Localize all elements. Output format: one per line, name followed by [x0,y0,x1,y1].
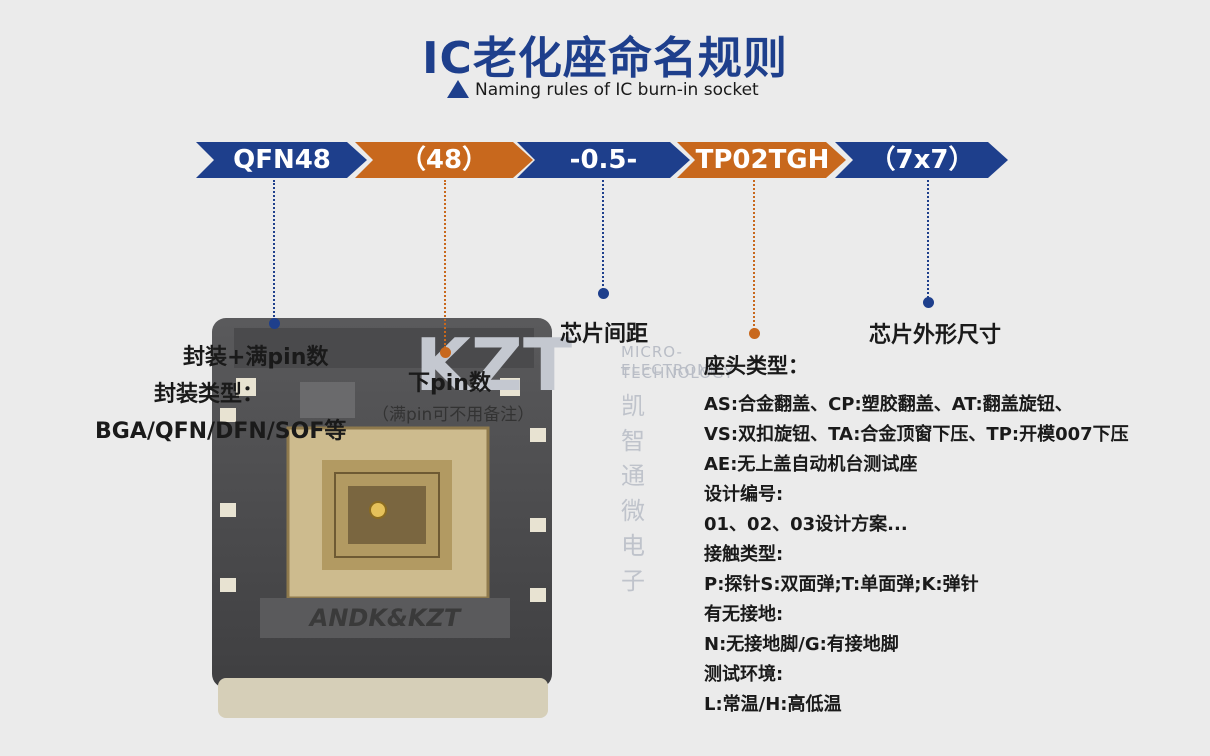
page-title: IC老化座命名规则 [422,33,788,84]
segment-label-4: TP02TGH [695,145,830,175]
segment-label-3: -0.5- [569,145,638,175]
package-type-list: BGA/QFN/DFN/SOF等 [95,419,347,444]
package-type-heading: 封装类型： [154,382,265,407]
watermark-en-1: MICRO-ELECTRONIC [621,343,727,379]
socket-head-heading: 座头类型： [704,354,809,378]
socket-head-line-3: AE:无上盖自动机台测试座 [704,454,918,475]
naming-bar [196,142,1008,178]
pin-label: 下pin数 [408,371,491,396]
leader-line-5 [927,180,929,298]
watermark-en-2: TECHNOLOGY [621,364,735,382]
segment-arrow-2 [355,142,533,178]
leader-dot-5 [923,297,934,308]
socket-head-line-8: 有无接地: [704,604,784,625]
segment-arrow-5 [835,142,1008,178]
socket-head-line-1: AS:合金翻盖、CP:塑胶翻盖、AT:翻盖旋钮、 [704,394,1073,415]
leader-dot-3 [598,288,609,299]
pin-note: （满pin可不用备注） [372,405,535,425]
package-label: 封装+满pin数 [183,345,329,370]
segment-arrow-4 [677,142,846,178]
segment-label-1: QFN48 [233,145,331,175]
segment-label-2: （48） [399,145,489,175]
socket-head-line-5: 01、02、03设计方案... [704,514,908,535]
segment-arrow-3 [517,142,690,178]
socket-head-line-6: 接触类型: [704,544,784,565]
leader-dot-4 [749,328,760,339]
socket-head-line-10: 测试环境: [704,664,784,685]
leader-line-2 [444,180,446,348]
subtitle: Naming rules of IC burn-in socket [447,80,759,100]
subtitle-text: Naming rules of IC burn-in socket [475,80,759,100]
svg-text:KZT: KZT [415,328,572,407]
socket-head-line-4: 设计编号: [704,484,784,505]
triangle-icon [447,80,469,98]
size-label: 芯片外形尺寸 [869,323,1002,348]
socket-head-line-9: N:无接地脚/G:有接地脚 [704,634,899,655]
leader-line-3 [602,180,604,290]
socket-head-line-2: VS:双扣旋钮、TA:合金顶窗下压、TP:开模007下压 [704,424,1129,445]
kzt-logo-icon: KZT [415,328,572,407]
segment-arrow-1 [196,142,367,178]
socket-head-line-11: L:常温/H:高低温 [704,694,842,715]
leader-dot-1 [269,318,280,329]
pitch-label: 芯片间距 [560,322,649,347]
watermark-cn: 凯智通微电子 [621,392,651,595]
leader-line-4 [753,180,755,330]
socket-engraving: ANDK&KZT [308,604,462,632]
ic-socket-photo: ANDK&KZT [212,318,552,718]
socket-head-line-7: P:探针S:双面弹;T:单面弹;K:弹针 [704,574,979,595]
leader-dot-2 [440,347,451,358]
segment-label-5: （7x7） [869,145,975,175]
leader-line-1 [273,180,275,320]
